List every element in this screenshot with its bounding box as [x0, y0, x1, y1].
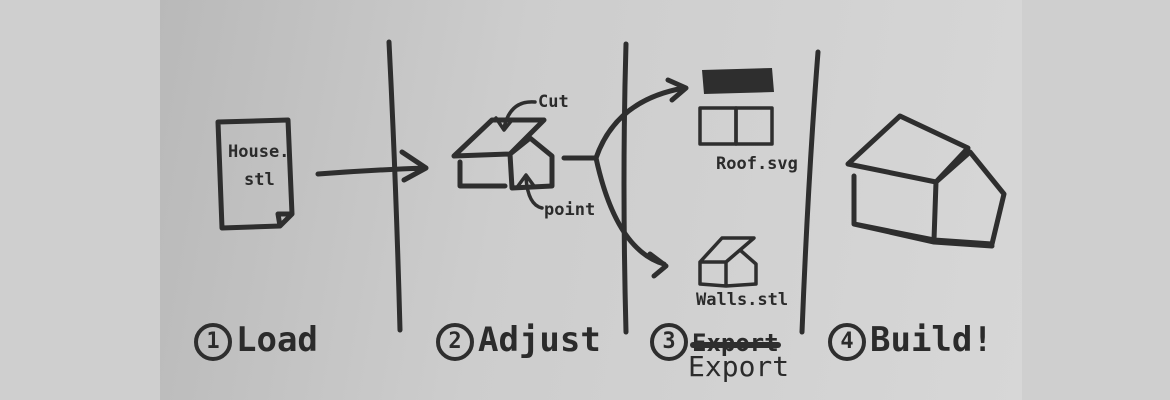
divider-line-3 — [799, 49, 821, 335]
sketch-drawing — [215, 39, 1007, 335]
split-arrow-bottom — [593, 155, 669, 279]
cut-arrow — [494, 100, 537, 132]
load-arrow — [315, 149, 429, 183]
walls-house-icon — [698, 236, 758, 288]
point-arrow — [516, 173, 544, 210]
sketch-paper: House. stl Cut point Roof.svg Walls.stl … — [160, 0, 1022, 400]
roof-file-label: Roof.svg — [716, 154, 798, 174]
step-export-label: Export — [688, 350, 790, 383]
step-label: Adjust — [478, 320, 601, 360]
step-number-badge: 4 — [828, 322, 866, 361]
roof-cell-right — [734, 106, 774, 146]
step-label: Build! — [870, 320, 993, 360]
split-arrow-top — [561, 77, 689, 161]
divider-line-2 — [621, 41, 629, 335]
cut-label: Cut — [538, 92, 569, 112]
file-label-line2: stl — [244, 170, 275, 190]
house-build-icon — [845, 113, 1007, 249]
point-label: point — [544, 200, 596, 220]
scribble-mark — [702, 68, 774, 94]
step-number-badge: 2 — [436, 322, 474, 361]
step-number-badge: 1 — [194, 322, 232, 361]
file-document-icon — [215, 117, 295, 231]
step-struck-label: Export — [692, 329, 779, 357]
house-adjust-icon — [451, 117, 555, 191]
step-number-badge: 3 — [650, 322, 688, 361]
walls-file-label: Walls.stl — [696, 290, 789, 310]
step-label: Load — [236, 320, 318, 360]
file-label-line1: House. — [228, 142, 290, 162]
divider-line-1 — [386, 39, 403, 333]
roof-cell-left — [698, 106, 738, 146]
